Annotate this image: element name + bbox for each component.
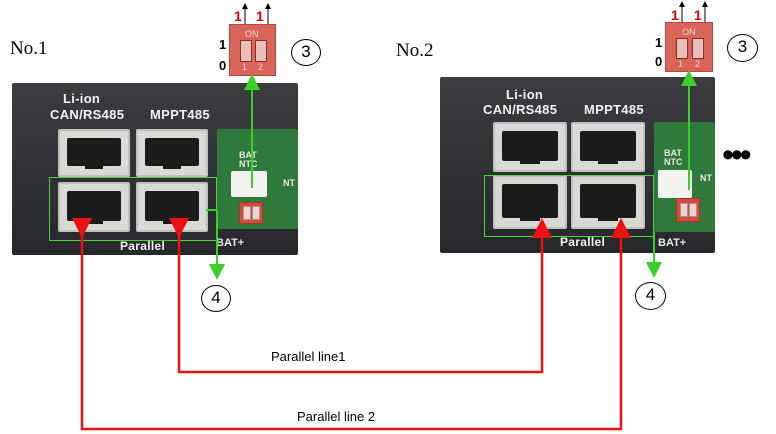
continuation-dots: •••: [722, 136, 752, 174]
unit-2-callout-dip: 3: [727, 34, 758, 62]
unit-2-dip-switch-zoom: ON 1 2: [665, 22, 713, 72]
unit-2-dip-on-label: ON: [682, 27, 696, 37]
unit-1-header-mppt: MPPT485: [150, 107, 210, 122]
unit-1-header-can: CAN/RS485: [50, 107, 125, 122]
unit-1-dip-pos-2: 2: [258, 62, 264, 72]
unit-2-nt-label: NT: [700, 173, 712, 183]
unit-1-dip-side-low: 0: [219, 58, 227, 73]
unit-1-nt-label: NT: [283, 178, 295, 188]
parallel-line-1-label: Parallel line1: [271, 349, 346, 364]
unit-1-dip-up-mark-2: 1: [256, 8, 264, 24]
unit-2-ntc-label: NTC: [664, 157, 683, 167]
unit-2-dip-side-low: 0: [655, 54, 663, 69]
unit-1-callout-ports: 4: [201, 285, 231, 312]
unit-1-dip-side-high: 1: [219, 37, 227, 52]
unit-2-bat-label: BAT: [664, 148, 682, 158]
parallel-line-2-label: Parallel line 2: [297, 409, 376, 424]
unit-1-dip-slot-1: [240, 40, 252, 62]
unit-1-port-can-top: [58, 129, 130, 177]
unit-1-header-liion: Li-ion: [63, 91, 101, 106]
unit-2-callout-ports: 4: [635, 282, 666, 310]
unit-1-dip-on-label: ON: [245, 29, 259, 39]
unit-1-dip-up-mark-1: 1: [234, 8, 242, 24]
unit-2-port-mppt-top: [571, 122, 645, 172]
unit-1-dip-slot-2: [255, 40, 267, 62]
unit-1-ntc-label: NTC: [239, 159, 258, 169]
unit-2-connector: [658, 170, 692, 198]
unit-2-dip-pos-1: 1: [678, 59, 684, 69]
unit-1-connector: [231, 171, 267, 197]
parallel-line-1: [169, 218, 552, 374]
unit-2-header-mppt: MPPT485: [584, 102, 644, 117]
unit-1-pcb: BAT NTC NT: [217, 129, 298, 229]
unit-1-bat-plus-label: BAT+: [216, 237, 245, 249]
unit-2-dip-side-high: 1: [655, 35, 663, 50]
unit-2-port-can-top: [493, 122, 567, 172]
unit-2-label: No.2: [396, 40, 434, 61]
unit-2-dip-switch-onboard[interactable]: [676, 198, 700, 222]
unit-2-parallel-label: Parallel: [560, 235, 606, 249]
unit-1-callout-dip: 3: [291, 39, 321, 66]
unit-2-header-liion: Li-ion: [506, 87, 544, 102]
unit-1-bat-label: BAT: [239, 150, 257, 160]
unit-2-dip-pos-2: 2: [695, 59, 701, 69]
unit-2-header-can: CAN/RS485: [483, 102, 558, 117]
unit-1-dip-pos-1: 1: [242, 62, 248, 72]
parallel-line-2: [72, 218, 631, 431]
unit-2-dip-slot-2: [692, 38, 704, 59]
unit-1-label: No.1: [10, 38, 48, 59]
unit-2-dip-up-mark-2: 1: [694, 7, 702, 23]
unit-2-dip-slot-1: [676, 38, 688, 59]
unit-2-bat-plus-label: BAT+: [658, 237, 687, 249]
unit-2-pcb: BAT NTC NT: [654, 122, 715, 232]
unit-2-dip-up-mark-1: 1: [671, 7, 679, 23]
unit-1-parallel-label: Parallel: [120, 239, 166, 253]
unit-1-port-mppt-top: [136, 129, 208, 177]
unit-1-dip-switch-zoom: ON 1 2: [229, 24, 276, 76]
